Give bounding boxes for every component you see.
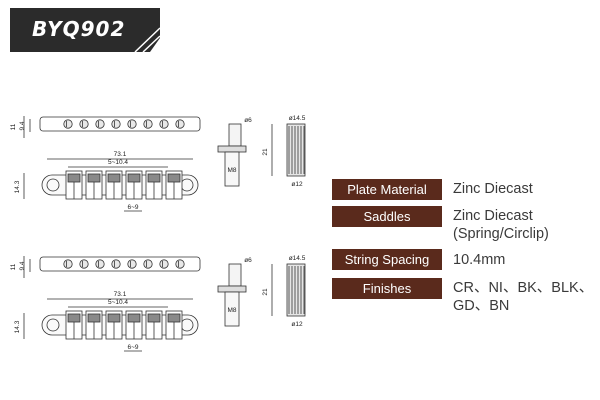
side-screw-head — [79, 259, 89, 269]
dim-height-11: 11 — [10, 263, 17, 270]
saddle-screw — [107, 173, 121, 183]
side-screw-head — [127, 259, 137, 269]
dim-stud-height: 21 — [262, 288, 269, 296]
dim-stud-height: 21 — [262, 148, 269, 156]
side-screw-head — [63, 119, 73, 129]
dim-stud-dia-14-5: ø14.5 — [289, 115, 306, 122]
side-screw-head — [143, 259, 153, 269]
side-screw-head — [127, 119, 137, 129]
saddle-screw — [67, 173, 81, 183]
side-screw-head — [159, 119, 169, 129]
spec-value-line: Zinc Diecast — [453, 208, 533, 224]
side-screw-head — [111, 119, 121, 129]
spec-label-plate-material: Plate Material — [332, 179, 442, 200]
side-screw-head — [63, 259, 73, 269]
spec-label-string-spacing: String Spacing — [332, 249, 442, 270]
post-nut — [217, 145, 247, 153]
saddle-screw — [87, 313, 101, 323]
spec-label-saddles: Saddles — [332, 206, 442, 227]
spec-value-plate-material: Zinc Diecast — [453, 180, 598, 198]
side-screw-head — [95, 119, 105, 129]
post-head — [228, 123, 242, 147]
dim-body-height: 14.3 — [14, 180, 21, 193]
side-screw-head — [95, 259, 105, 269]
dim-height-9-4: 9.4 — [19, 261, 26, 270]
side-screw-head — [111, 259, 121, 269]
side-screw-head — [159, 259, 169, 269]
saddle-screw — [147, 173, 161, 183]
saddle-screw — [167, 173, 181, 183]
spec-value-saddles: Zinc Diecast (Spring/Circlip) — [453, 207, 598, 243]
dim-post-dia: ø6 — [244, 117, 252, 124]
title-badge: BYQ902 — [10, 8, 165, 52]
side-screw-head — [175, 259, 185, 269]
saddle-screw — [107, 313, 121, 323]
bridge-side-view — [39, 256, 201, 272]
dim-saddle-range: 6~9 — [127, 344, 138, 351]
spec-value-line: Zinc Diecast — [453, 181, 533, 197]
stud-body — [286, 123, 306, 177]
saddle-screw — [127, 173, 141, 183]
dim-stud-dia-12: ø12 — [291, 321, 303, 328]
spec-value-string-spacing: 10.4mm — [453, 251, 598, 269]
post-thread — [224, 291, 240, 327]
mount-hole-left — [46, 318, 60, 332]
post-thread — [224, 151, 240, 187]
title-badge-background — [10, 8, 161, 52]
side-screw-head — [79, 119, 89, 129]
saddle-screw — [167, 313, 181, 323]
spec-value-finishes: CR、NI、BK、BLK、 GD、BN — [453, 279, 598, 315]
saddle-screw — [87, 173, 101, 183]
dim-saddle-range: 6~9 — [127, 204, 138, 211]
dim-post-dia: ø6 — [244, 257, 252, 264]
dim-height-11: 11 — [10, 123, 17, 130]
spec-value-line: GD、BN — [453, 298, 510, 314]
dim-stud-dia-12: ø12 — [291, 181, 303, 188]
dim-stud-dia-14-5: ø14.5 — [289, 255, 306, 262]
side-screw-head — [143, 119, 153, 129]
mount-hole-left — [46, 178, 60, 192]
dim-total-width: 73.1 — [114, 151, 127, 158]
saddle-screw — [147, 313, 161, 323]
spec-label-finishes: Finishes — [332, 278, 442, 299]
dim-adjust-range: 5~10.4 — [108, 299, 128, 306]
dim-body-height: 14.3 — [14, 320, 21, 333]
dim-post-thread: M8 — [227, 167, 236, 174]
post-head — [228, 263, 242, 287]
saddle-screw — [67, 313, 81, 323]
spec-value-line: CR、NI、BK、BLK、 — [453, 280, 594, 296]
post-nut — [217, 285, 247, 293]
spec-value-line: 10.4mm — [453, 252, 506, 268]
dim-post-thread: M8 — [227, 307, 236, 314]
side-screw-head — [175, 119, 185, 129]
stud-body — [286, 263, 306, 317]
saddle-screw — [127, 313, 141, 323]
dim-height-9-4: 9.4 — [19, 121, 26, 130]
bridge-side-view — [39, 116, 201, 132]
dim-total-width: 73.1 — [114, 291, 127, 298]
dim-adjust-range: 5~10.4 — [108, 159, 128, 166]
spec-value-line: (Spring/Circlip) — [453, 226, 549, 242]
product-code: BYQ902 — [32, 17, 126, 41]
